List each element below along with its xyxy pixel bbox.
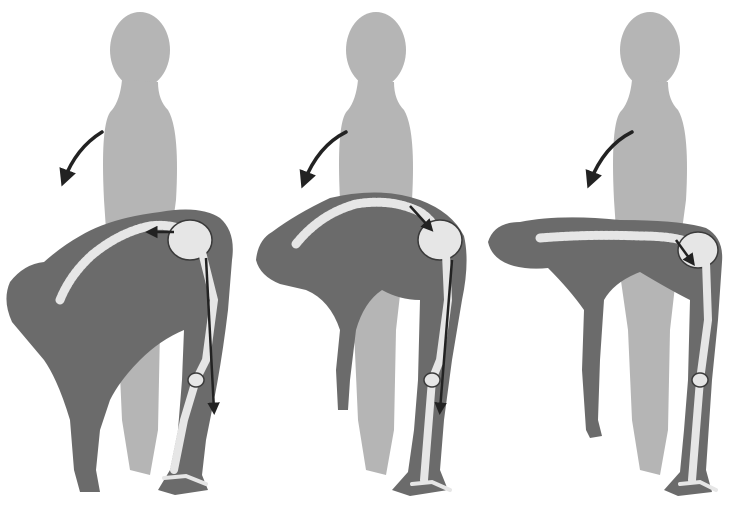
- panel-3: [488, 12, 722, 496]
- pelvis-2: [418, 220, 462, 260]
- panel-2: [256, 12, 467, 496]
- curved-down-left-arrow-1: [64, 132, 102, 180]
- panel-1: [6, 12, 232, 495]
